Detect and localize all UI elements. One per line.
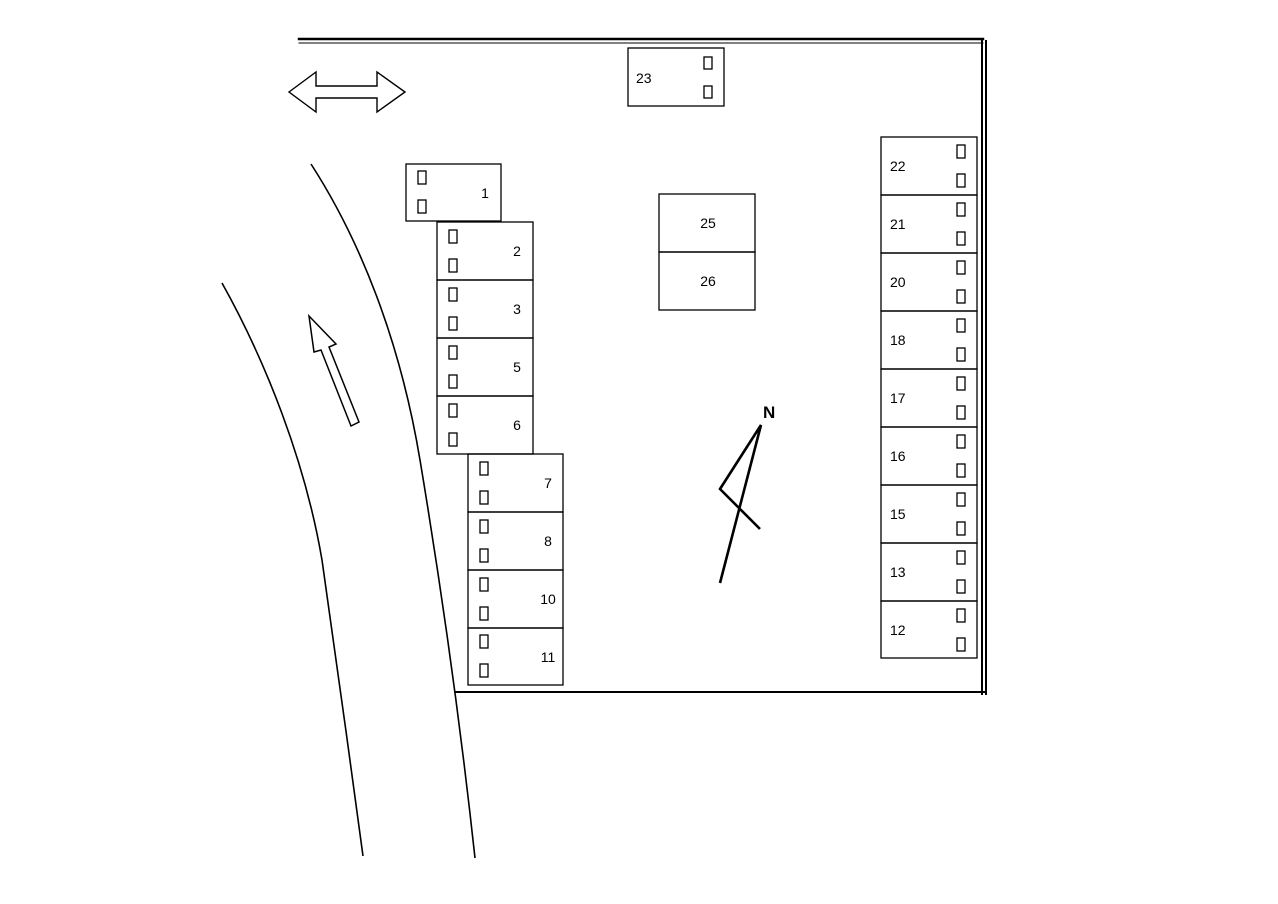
lot-boundary bbox=[297, 37, 987, 695]
slot-number: 10 bbox=[540, 591, 556, 607]
slot-marker-icon bbox=[479, 519, 489, 563]
slot-number: 12 bbox=[890, 622, 906, 638]
slot-number: 11 bbox=[541, 649, 556, 665]
slot-number: 22 bbox=[890, 158, 906, 174]
slot-number: 8 bbox=[544, 533, 552, 549]
slot-number: 26 bbox=[700, 273, 716, 289]
slot-marker-icon bbox=[956, 492, 966, 536]
parking-slot-20: 20 bbox=[880, 252, 978, 312]
slot-marker-icon bbox=[448, 403, 458, 447]
parking-slot-22: 22 bbox=[880, 136, 978, 196]
parking-slot-12: 12 bbox=[880, 600, 978, 659]
parking-slot-11: 11 bbox=[467, 627, 564, 686]
slot-marker-icon bbox=[479, 461, 489, 505]
two-way-arrow-icon bbox=[287, 70, 407, 114]
slot-number: 15 bbox=[890, 506, 906, 522]
north-compass-icon: N bbox=[718, 403, 775, 584]
slot-marker-icon bbox=[417, 170, 427, 214]
parking-slot-1: 1 bbox=[405, 163, 502, 222]
slot-marker-icon bbox=[956, 144, 966, 188]
north-label: N bbox=[763, 403, 775, 422]
slot-marker-icon bbox=[956, 608, 966, 652]
road-edge-left bbox=[221, 282, 364, 857]
slot-marker-icon bbox=[956, 434, 966, 478]
parking-slot-17: 17 bbox=[880, 368, 978, 428]
road-edge-right bbox=[310, 163, 476, 859]
slot-marker-icon bbox=[448, 345, 458, 389]
slot-marker-icon bbox=[448, 229, 458, 273]
slot-number: 13 bbox=[890, 564, 906, 580]
parking-slot-25: 25 bbox=[658, 193, 756, 253]
slot-number: 7 bbox=[544, 475, 552, 491]
parking-slot-18: 18 bbox=[880, 310, 978, 370]
slot-number: 2 bbox=[513, 243, 521, 259]
slot-marker-icon bbox=[448, 287, 458, 331]
slot-marker-icon bbox=[956, 202, 966, 246]
slot-marker-icon bbox=[956, 376, 966, 420]
slot-marker-icon bbox=[956, 260, 966, 304]
parking-slot-7: 7 bbox=[467, 453, 564, 513]
slot-marker-icon bbox=[703, 56, 713, 99]
parking-slot-23: 23 bbox=[627, 47, 725, 107]
slot-number: 21 bbox=[890, 216, 906, 232]
parking-slot-3: 3 bbox=[436, 279, 534, 339]
parking-slot-10: 10 bbox=[467, 569, 564, 629]
slot-number: 20 bbox=[890, 274, 906, 290]
slot-number: 18 bbox=[890, 332, 906, 348]
slot-marker-icon bbox=[479, 577, 489, 621]
direction-arrow-icon bbox=[307, 313, 360, 428]
parking-slot-26: 26 bbox=[658, 251, 756, 311]
parking-slot-8: 8 bbox=[467, 511, 564, 571]
parking-slot-5: 5 bbox=[436, 337, 534, 397]
slot-number: 5 bbox=[513, 359, 521, 375]
parking-slot-16: 16 bbox=[880, 426, 978, 486]
road bbox=[221, 163, 476, 859]
slot-number: 6 bbox=[513, 417, 521, 433]
parking-slot-21: 21 bbox=[880, 194, 978, 254]
slot-marker-icon bbox=[956, 318, 966, 362]
slot-number: 17 bbox=[890, 390, 906, 406]
slot-number: 3 bbox=[513, 301, 521, 317]
slot-marker-icon bbox=[479, 634, 489, 678]
slot-number: 1 bbox=[481, 185, 489, 201]
parking-slot-6: 6 bbox=[436, 395, 534, 455]
parking-slot-13: 13 bbox=[880, 542, 978, 602]
slot-number: 23 bbox=[636, 70, 652, 86]
slot-number: 16 bbox=[890, 448, 906, 464]
parking-slot-2: 2 bbox=[436, 221, 534, 281]
slot-marker-icon bbox=[956, 550, 966, 594]
parking-slot-15: 15 bbox=[880, 484, 978, 544]
slot-number: 25 bbox=[700, 215, 716, 231]
